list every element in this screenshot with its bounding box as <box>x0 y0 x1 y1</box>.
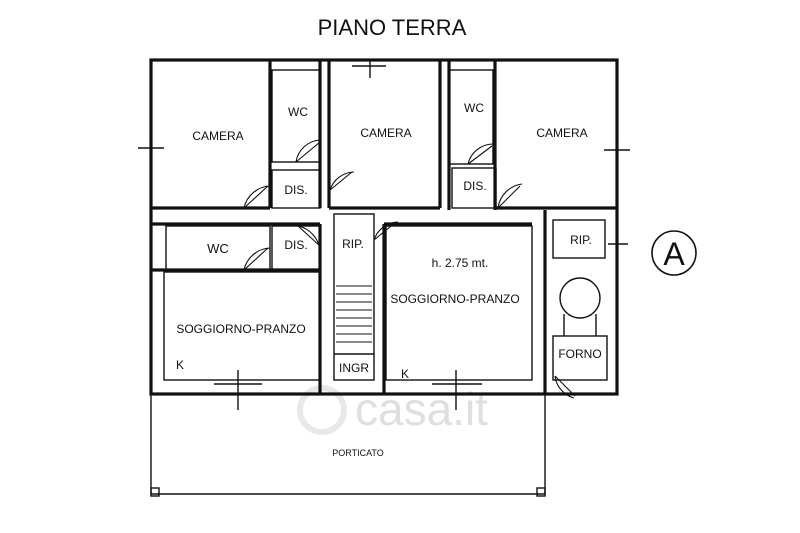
room-label-camera-left: CAMERA <box>192 129 243 143</box>
room-label-wc-top-left: WC <box>288 105 308 119</box>
stair-treads <box>336 285 372 343</box>
height-note: h. 2.75 mt. <box>432 256 489 270</box>
room-label-rip-right: RIP. <box>570 233 592 247</box>
room-label-kitchen-left: K <box>176 358 184 372</box>
room-label-wc-left-bottom: WC <box>207 241 229 256</box>
room-label-porticato: PORTICATO <box>332 448 384 458</box>
room-label-ingr: INGR <box>339 361 369 375</box>
room-label-camera-right: CAMERA <box>536 126 587 140</box>
door-swings <box>243 139 576 399</box>
room-label-forno: FORNO <box>558 347 601 361</box>
room-label-kitchen-right: K <box>401 367 409 381</box>
room-label-soggiorno-right: SOGGIORNO-PRANZO <box>390 292 519 306</box>
room-label-soggiorno-left: SOGGIORNO-PRANZO <box>176 322 305 336</box>
svg-text:casa.it: casa.it <box>355 383 488 435</box>
room-label-camera-center: CAMERA <box>360 126 411 140</box>
plan-title: PIANO TERRA <box>318 15 467 40</box>
room-label-dis-right: DIS. <box>463 179 486 193</box>
porticato-outline <box>150 394 546 497</box>
section-marker: A <box>651 230 697 276</box>
room-label-dis-left-bottom: DIS. <box>284 238 307 252</box>
room-label-wc-top-right: WC <box>464 101 484 115</box>
room-label-rip-center: RIP. <box>342 237 364 251</box>
windows <box>138 60 630 410</box>
room-label-dis-left-top: DIS. <box>284 183 307 197</box>
svg-text:A: A <box>663 236 685 272</box>
watermark: casa.it <box>297 383 488 435</box>
